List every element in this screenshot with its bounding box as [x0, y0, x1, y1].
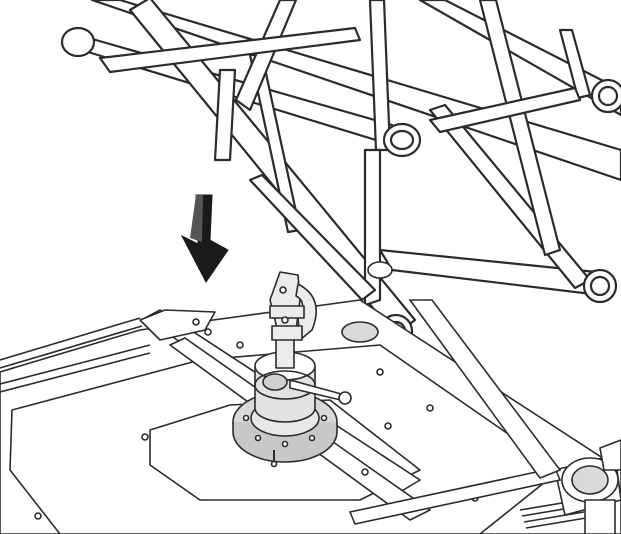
- foreground-rail: [348, 299, 562, 525]
- truss-diagonal-9: [213, 68, 237, 162]
- truss-diagonal-5: [248, 173, 377, 302]
- clamp-hook: [269, 271, 317, 341]
- left-bracket: [139, 309, 216, 341]
- truss-diagonal-8: [478, 0, 562, 257]
- clamp-neck: [275, 337, 295, 369]
- truss-rail-mid: [428, 86, 582, 134]
- mounting-clamp: [232, 271, 352, 468]
- truss-diagonal-3: [558, 28, 592, 100]
- truss-end-ring-2: [590, 78, 621, 114]
- rear-flange: [341, 261, 393, 343]
- truss-structure: [60, 0, 621, 349]
- clamp-handle: [262, 373, 352, 405]
- truss-end-ring-4: [582, 268, 618, 304]
- truss-left-end-cap: [60, 26, 96, 58]
- fixture-side-edge: [0, 317, 151, 393]
- corner-clamp: [554, 439, 621, 534]
- truss-rail-top: [98, 26, 362, 74]
- truss-diagonal-7: [234, 0, 298, 112]
- down-arrow-icon: [180, 194, 229, 283]
- truss-end-ring-1: [382, 122, 422, 158]
- truss-back-tube: [418, 0, 621, 117]
